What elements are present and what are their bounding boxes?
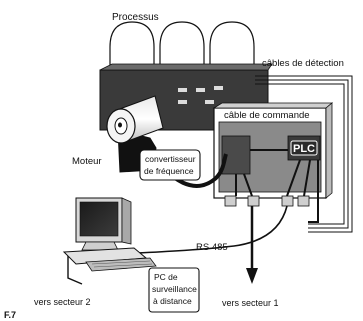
process-tanks <box>109 21 255 72</box>
arrow-down-icon <box>246 268 258 284</box>
label-plc: PLC <box>293 143 315 155</box>
label-figure: F.7 <box>4 310 16 320</box>
label-moteur: Moteur <box>72 156 102 167</box>
label-convertisseur-2: de fréquence <box>144 166 194 176</box>
converter-label-box <box>139 149 201 181</box>
cabinet-wires <box>235 149 319 223</box>
indicator-light <box>178 88 187 92</box>
rs485-cable <box>97 205 288 256</box>
label-secteur-1: vers secteur 1 <box>222 298 279 308</box>
tank-2 <box>159 21 205 72</box>
indicator-light <box>205 100 214 104</box>
label-rs485: RS 485 <box>196 242 228 253</box>
supply-line-sector-2 <box>67 252 83 285</box>
pc-label-box <box>148 267 200 313</box>
tank-3 <box>209 21 255 72</box>
indicator-light <box>178 100 187 104</box>
monitor-screen <box>79 201 119 237</box>
label-convertisseur-1: convertisseur <box>145 154 196 164</box>
indicator-light <box>214 86 223 90</box>
label-pc-1: PC de <box>154 272 178 282</box>
label-pc-2: surveillance <box>152 284 197 294</box>
label-pc-3: à distance <box>153 296 192 306</box>
tank-1 <box>109 21 155 72</box>
keyboard <box>85 257 157 272</box>
label-secteur-2: vers secteur 2 <box>34 297 91 307</box>
label-cable-commande: câble de commande <box>224 110 310 121</box>
motor <box>106 95 164 173</box>
label-processus: Processus <box>112 12 159 23</box>
plc-label-box <box>290 140 318 156</box>
detection-cables <box>255 75 353 233</box>
indicator-light <box>196 88 205 92</box>
supply-line-sector-1 <box>246 206 258 284</box>
computer <box>62 197 157 272</box>
label-cables-detection: câbles de détection <box>262 58 344 69</box>
